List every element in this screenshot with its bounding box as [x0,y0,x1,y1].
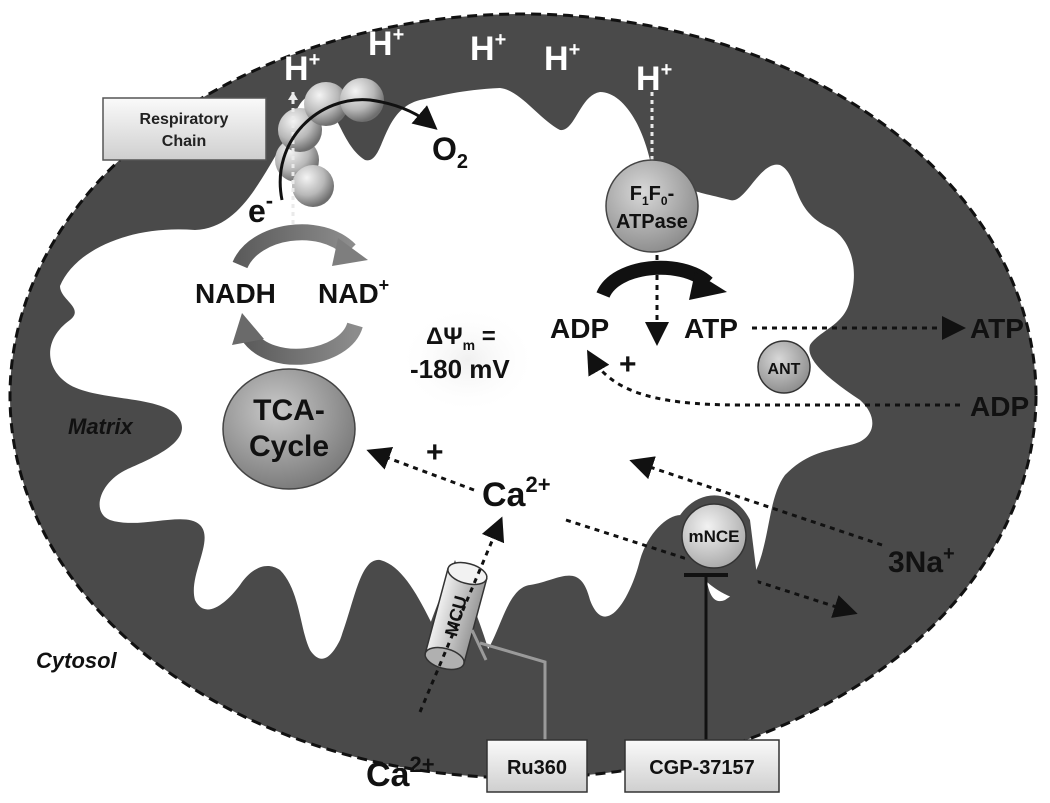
svg-text:Chain: Chain [162,133,206,150]
electron-arc [278,98,438,201]
ca-to-tca-arrow [366,447,475,492]
svg-text:H+: H+ [544,39,580,78]
atp-synthesis-arrow [596,255,727,346]
svg-text:TCA-: TCA- [253,394,325,427]
svg-text:CGP-37157: CGP-37157 [649,757,755,779]
svg-text:H+: H+ [636,59,672,98]
ca-matrix-label: Ca2+ [482,472,551,514]
nadh-cycle-arrows [232,224,368,365]
ant-transporter: ANT [757,340,811,394]
membrane-potential-label: ΔΨm = [426,323,496,353]
membrane-potential-glow [398,305,538,415]
svg-text:ATPase: ATPase [616,211,688,233]
atp-out-label: ATP [970,313,1024,344]
svg-text:Respiratory: Respiratory [140,111,229,128]
atp-label: ATP [684,313,738,344]
ru360-inhibition [470,629,547,740]
na-label: 3Na+ [888,543,955,579]
svg-text:H+: H+ [368,24,404,63]
matrix-label: Matrix [68,414,134,439]
cytosol-label: Cytosol [36,648,118,673]
cgp-inhibition [684,573,728,740]
svg-text:Cycle: Cycle [249,430,329,463]
nad-label: NAD+ [318,275,389,309]
ca-cytosol-label: Ca2+ [366,752,435,794]
nadh-label: NADH [195,278,276,309]
tca-cycle: TCA- Cycle [222,368,356,490]
svg-text:H+: H+ [284,49,320,88]
oxygen-label: O2 [432,131,468,173]
svg-text:F1F0-: F1F0- [630,183,674,208]
plus-tca: + [426,436,444,469]
adp-import-arrow [587,349,960,407]
electron-label: e- [248,188,273,229]
membrane-potential-value: -180 mV [410,354,510,384]
mnce-exchanger: mNCE [670,495,760,602]
cgp-box: CGP-37157 [624,739,780,793]
svg-text:mNCE: mNCE [688,527,739,546]
atpase-complex: F1F0- ATPase [605,92,699,253]
ru360-box: Ru360 [486,739,588,793]
proton-labels: H+ H+ H+ H+ H+ [284,24,672,98]
ca-uptake-arrow [418,516,505,713]
adp-label: ADP [550,313,609,344]
svg-text:Ru360: Ru360 [507,757,567,779]
respiratory-chain-label: Respiratory Chain [102,97,267,161]
svg-text:H+: H+ [470,29,506,68]
adp-out-label: ADP [970,391,1029,422]
plus-adp: + [619,348,637,381]
na-influx-arrow [629,456,883,547]
svg-text:ANT: ANT [768,361,801,378]
